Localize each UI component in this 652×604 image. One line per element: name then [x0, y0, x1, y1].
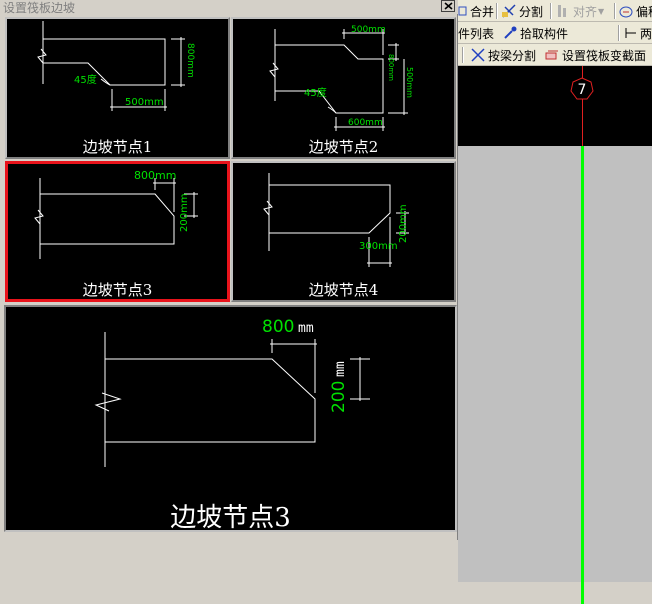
tile2-top-dim: 500mm: [351, 25, 386, 35]
preview-top-dim-value: 800: [262, 317, 294, 337]
toolbar-separator: [462, 47, 464, 63]
drawing-canvas[interactable]: 7: [458, 66, 652, 604]
slope-node-2-diagram: 500mm 800mm 500mm 45度 600mm: [269, 25, 414, 131]
tile1-angle-dim: 45度: [74, 73, 97, 86]
slope-node-2-label: 边坡节点2: [308, 138, 379, 156]
pick-component-button[interactable]: 拾取构件: [502, 24, 568, 42]
split-by-beam-label: 按梁分割: [488, 48, 537, 63]
eyedropper-icon: [504, 26, 517, 39]
two-point-label: 两: [640, 26, 652, 41]
cad-workspace: 合并 分割 对齐 ▼ 偏移 件列表 拾取构件 两: [458, 0, 652, 604]
split-label: 分割: [519, 4, 544, 19]
close-icon: [444, 2, 453, 10]
merge-icon: [458, 6, 467, 16]
offset-label: 偏移: [636, 4, 652, 19]
offset-button[interactable]: 偏移: [618, 2, 652, 20]
dialog-title: 设置筏板边坡: [3, 1, 76, 15]
close-button[interactable]: [441, 0, 455, 12]
toolbar-row-1: 合并 分割 对齐 ▼ 偏移: [458, 0, 652, 22]
raft-slab-region[interactable]: [458, 146, 652, 582]
axis-number: 7: [578, 82, 587, 98]
toolbar-separator: [496, 3, 498, 19]
component-list-button[interactable]: 件列表: [458, 24, 494, 42]
dialog-titlebar[interactable]: 设置筏板边坡: [0, 0, 458, 15]
preview-side-dim-value: 200: [329, 381, 349, 413]
component-list-label: 件列表: [458, 26, 495, 41]
slope-node-4-tile[interactable]: 200mm 300mm 边坡节点4: [231, 161, 456, 302]
tile2-bottom-dim: 600mm: [348, 118, 383, 128]
tile4-bottom-dim: 300mm: [359, 241, 398, 252]
axis-line-upper: [582, 66, 583, 146]
raft-slope-dialog: 设置筏板边坡 45度 800mm 500mm: [0, 0, 458, 540]
toolbar-row-2: 件列表 拾取构件 两: [458, 22, 652, 44]
slope-node-3-tile[interactable]: 800mm 200mm 边坡节点3: [5, 161, 230, 302]
align-icon: [558, 5, 566, 17]
tile1-bottom-dim: 500mm: [125, 97, 164, 108]
offset-icon: [619, 6, 633, 18]
merge-button[interactable]: 合并: [458, 2, 494, 20]
slope-node-2-tile[interactable]: 500mm 800mm 500mm 45度 600mm 边坡节点2: [231, 17, 456, 159]
axis-bubble[interactable]: 7: [570, 77, 594, 101]
slope-node-1-label: 边坡节点1: [82, 138, 153, 156]
tile4-side-dim: 200mm: [398, 204, 409, 243]
set-raft-variable-section-label: 设置筏板变截面: [562, 48, 647, 63]
dropdown-arrow-icon: ▼: [598, 6, 605, 16]
tile3-top-dim: 800mm: [134, 169, 176, 182]
slope-node-3-diagram: 800mm 200mm: [34, 169, 198, 259]
slope-preview-diagram: 800 mm 200 mm: [94, 317, 370, 467]
tile1-side-dim: 800mm: [185, 43, 195, 78]
toolbar-separator: [618, 25, 620, 41]
slope-node-4-label: 边坡节点4: [308, 281, 379, 299]
toolbar-separator: [550, 3, 552, 19]
split-by-beam-icon: [471, 48, 485, 62]
slope-node-1-diagram: 45度 800mm 500mm: [37, 21, 195, 111]
tile3-side-dim: 200mm: [179, 193, 190, 232]
set-raft-variable-section-button[interactable]: 设置筏板变截面: [544, 46, 646, 64]
split-icon: [502, 4, 516, 18]
split-by-beam-button[interactable]: 按梁分割: [470, 46, 536, 64]
two-point-icon: [625, 28, 636, 38]
align-button[interactable]: 对齐 ▼: [555, 2, 604, 20]
preview-top-dim-unit: mm: [298, 321, 314, 336]
variable-section-icon: [545, 50, 558, 60]
two-point-button[interactable]: 两: [624, 24, 652, 42]
toolbar-separator: [614, 3, 616, 19]
slope-node-3-label: 边坡节点3: [82, 281, 153, 299]
slope-preview: 800 mm 200 mm 边坡节点3: [4, 305, 457, 532]
tile2-step-dim: 800mm: [387, 54, 395, 81]
slope-node-4-diagram: 200mm 300mm: [263, 173, 409, 267]
axis-line-7[interactable]: [581, 146, 584, 604]
toolbar-row-3: 按梁分割 设置筏板变截面: [458, 44, 652, 66]
preview-side-dim-unit: mm: [333, 361, 348, 377]
pick-component-label: 拾取构件: [520, 26, 569, 41]
align-label: 对齐: [573, 4, 598, 19]
tile2-side-dim: 500mm: [405, 67, 414, 98]
split-button[interactable]: 分割: [501, 2, 543, 20]
preview-label: 边坡节点3: [170, 503, 291, 532]
merge-label: 合并: [470, 4, 495, 19]
slope-node-1-tile[interactable]: 45度 800mm 500mm 边坡节点1: [5, 17, 230, 159]
tile2-angle-dim: 45度: [304, 86, 327, 99]
